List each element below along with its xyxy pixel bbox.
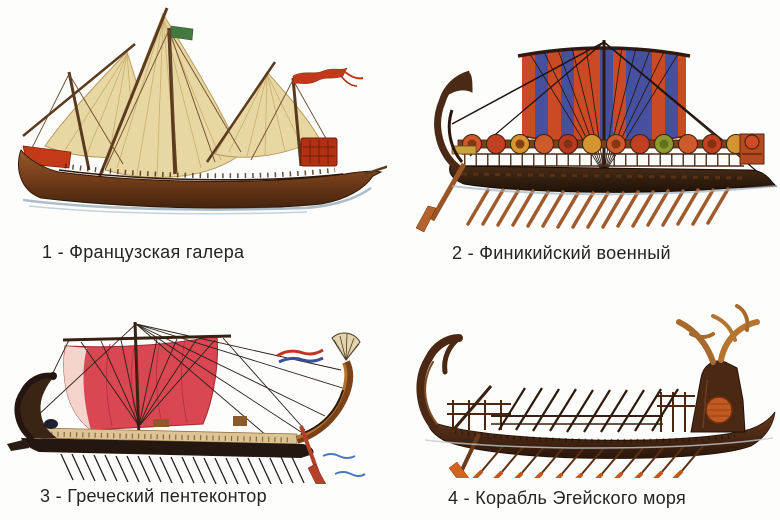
prow [7,372,58,451]
mast-and-yard [62,321,232,439]
waterline [424,437,774,449]
phoenician-warship-illustration [415,40,778,233]
prow-hook [416,334,463,432]
hull [18,137,387,209]
raised-spars [498,387,679,433]
antler-ornament [676,304,760,365]
stern-disc-emblem [705,396,733,424]
french-galley-illustration [18,7,387,215]
rigging [451,41,761,175]
waterline [22,186,372,215]
rigging [26,29,338,173]
water [322,453,366,477]
aegean-sea-ship-illustration [416,304,776,478]
stern-ornament [295,332,361,444]
steering-oar [299,425,327,484]
red-pennant-icon [292,67,364,87]
hull [21,416,314,458]
caption-french-galley: 1 - Французская галера [42,242,245,262]
railing [462,153,744,167]
green-flag-icon [170,25,194,41]
steering-oar [448,433,481,478]
hull [449,133,778,193]
oars [466,187,730,229]
caption-greek-penteconter: 3 - Греческий пентеконтор [40,486,267,506]
stern-horn [434,70,473,171]
crimson-sail [63,335,218,431]
bow-spur [364,165,387,176]
pennant-icon [276,348,324,364]
oars [60,453,305,484]
waterline [451,185,777,196]
oars [472,445,704,478]
greek-penteconter-illustration [7,321,366,484]
caption-phoenician-warship: 2 - Финикийский военный [452,243,671,263]
caption-aegean-sea-ship: 4 - Корабль Эгейского моря [448,488,687,508]
rigging [26,323,350,437]
steering-oar [415,162,467,233]
